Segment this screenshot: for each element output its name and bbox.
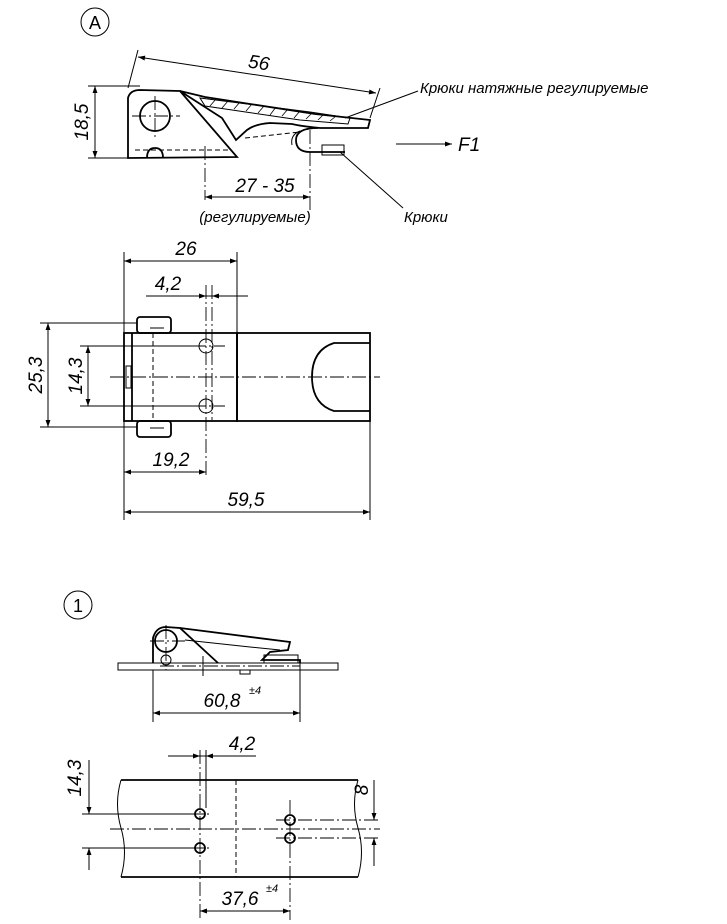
dim-hole-distance-tol: ±4: [266, 883, 278, 895]
dim-hole-distance-label: 37,6: [222, 889, 259, 910]
dim-height-total-label: 25,3: [26, 356, 47, 394]
plate-break-left: [117, 779, 125, 878]
top-pin: [125, 365, 132, 389]
view-a-side: A: [72, 7, 649, 226]
dim-height-25-3: 25,3: [26, 322, 137, 428]
dim-width-26: 26: [123, 239, 238, 333]
dim-adjust-label: 27 - 35: [234, 176, 295, 197]
dim-hole-x-19-2: 19,2: [123, 421, 206, 520]
latch-hatched-strip: [199, 97, 351, 125]
dim-length-label: 56: [247, 52, 271, 76]
dim-closed-tol: ±4: [249, 685, 261, 697]
dim-hole-spacing-b-label: 14,3: [65, 759, 86, 796]
dim-hole-spacing-14-3: 14,3: [66, 345, 192, 407]
dim-closed-60-8: 60,8 ±4: [152, 663, 301, 722]
dim-hole-offset-label: 4,2: [155, 274, 182, 295]
closed-latch-lever: [179, 627, 301, 663]
dim-total-59-5: 59,5: [124, 421, 371, 520]
mount-plate: [117, 662, 339, 671]
dim-hook-spacing-8: 8: [352, 780, 377, 866]
dim-adjust-note: (регулируемые): [199, 209, 310, 226]
hatch-lines: [209, 98, 337, 122]
dim-adjust-27-35: 27 - 35 (регулируемые): [199, 176, 310, 226]
label-hooks: Крюки: [404, 209, 449, 226]
plate-notch: [239, 669, 251, 675]
view-top: 26 4,2 25,3 14,3 19,2: [26, 239, 380, 520]
dim-hole-offset-4-2: 4,2: [146, 274, 248, 299]
view-a-marker-circle: [80, 7, 110, 37]
dim-closed-label: 60,8: [204, 691, 241, 712]
closed-latch-top: [184, 639, 281, 651]
dim-hole-spacing-label: 14,3: [66, 357, 87, 394]
dim-hole-distance-37-6: 37,6 ±4: [200, 883, 290, 914]
bottom-slot: [146, 147, 164, 159]
dim-hole-x-label: 19,2: [153, 450, 190, 471]
dim-hole-offset-4-2-b: 4,2: [168, 734, 256, 759]
leader-hooks-adjustable: [344, 90, 419, 119]
dim-hole-spacing-14-3-b: 14,3: [65, 759, 190, 870]
view-1-marker: 1: [73, 596, 83, 616]
closed-hook-plate: [263, 654, 299, 664]
dim-hook-spacing-label: 8: [352, 784, 373, 795]
leader-hooks: [339, 151, 404, 209]
dim-height-label: 18,5: [72, 103, 93, 140]
label-force: F1: [458, 135, 480, 156]
dim-height-18-5: 18,5: [72, 85, 140, 159]
plate-break-right: [354, 779, 362, 878]
view-1-side: 1 60,8 ±4: [63, 590, 339, 722]
top-tab-lower: [136, 420, 172, 438]
view-1-marker-circle: [63, 590, 93, 620]
hook-plate: [321, 144, 345, 156]
view-1-hole-pattern: 4,2 14,3 8 37,6 ±4: [65, 734, 380, 920]
label-hooks-adjustable: Крюки натяжные регулируемые: [420, 80, 649, 97]
dim-hole-offset-b-label: 4,2: [229, 734, 256, 755]
hook-tip: [291, 130, 301, 146]
hook-loop: [295, 127, 345, 153]
dim-total-label: 59,5: [228, 490, 265, 511]
dim-length-56: 56: [127, 49, 381, 119]
top-tab-upper: [136, 316, 172, 334]
view-a-marker: A: [89, 13, 101, 33]
latch-lever-outline: [179, 90, 372, 142]
dim-width-label: 26: [174, 239, 197, 260]
